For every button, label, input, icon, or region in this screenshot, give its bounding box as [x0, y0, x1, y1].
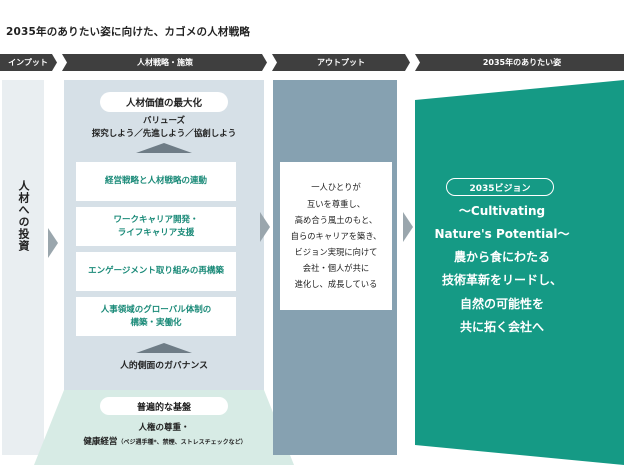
header-input: インプット: [8, 58, 48, 67]
header-strategy: 人材戦略・施策: [137, 58, 193, 67]
triangle-up-icon: [136, 343, 192, 353]
header-arrow-output: [272, 54, 410, 71]
governance-label: 人的側面のガバナンス: [120, 361, 208, 371]
header-vision: 2035年のありたい姿: [482, 58, 562, 67]
arrow-right-icon: [260, 212, 270, 242]
header-arrow-strategy: [62, 54, 267, 71]
vision-panel: [415, 80, 624, 465]
foundation-pill: 普遍的な基盤: [100, 397, 228, 415]
output-description: 一人ひとりが 互いを尊重し、 高め合う風土のもと、 自らのキャリアを築き、 ビジ…: [280, 162, 392, 310]
health-management-label: 健康経営: [83, 437, 118, 447]
strategy-item: ワークキャリア開発・ ライフキャリア支援: [76, 207, 236, 246]
health-management-note: （ベジ週手種*、禁煙、ストレスチェックなど）: [117, 439, 247, 446]
input-label: 人材への投資: [17, 180, 30, 252]
header-output: アウトプット: [317, 58, 365, 67]
values-list: 探究しよう／先進しよう／協創しよう: [91, 129, 237, 139]
strategy-item: 人事領域のグローバル体制の 構築・実働化: [76, 297, 236, 336]
triangle-up-icon: [136, 143, 192, 153]
arrow-right-icon: [48, 228, 58, 258]
value-maximization-pill: 人材価値の最大化: [100, 92, 228, 112]
foundation-line-1: 人権の尊重・: [138, 423, 190, 433]
strategy-item: 経営戦略と人材戦略の連動: [76, 162, 236, 201]
input-column: [2, 80, 44, 455]
page-title: 2035年のありたい姿に向けた、カゴメの人材戦略: [6, 26, 251, 38]
header-arrow-vision: [415, 54, 624, 71]
header-arrow-input: [0, 54, 57, 71]
header-arrows: [0, 54, 624, 71]
values-heading: バリューズ: [142, 116, 186, 126]
foundation-line-2: 健康経営（ベジ週手種*、禁煙、ストレスチェックなど）: [40, 435, 290, 447]
foundation-base: [34, 390, 294, 465]
strategy-item: エンゲージメント取り組みの再構築: [76, 252, 236, 291]
vision-statement: 〜Cultivating Nature's Potential〜 農から食にわた…: [434, 204, 570, 334]
vision-2035-pill: 2035ビジョン: [446, 178, 554, 196]
arrow-right-icon: [403, 212, 413, 242]
